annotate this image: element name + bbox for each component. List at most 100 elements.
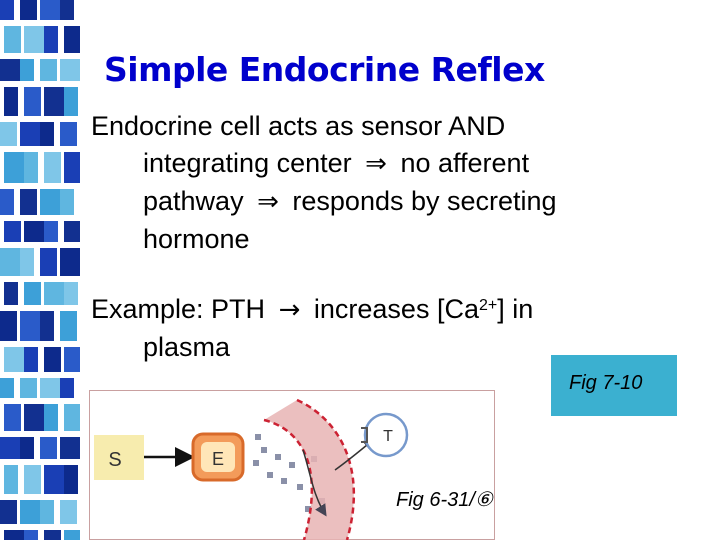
strip-block <box>0 500 17 524</box>
bullet2-line1b: increases [Ca <box>313 294 479 324</box>
bullet1-line3: pathway ⇒ responds by secreting <box>91 183 711 221</box>
figure-reference-1: Fig 7-10 <box>569 372 643 394</box>
bullet1-line2b: no afferent <box>400 148 530 178</box>
strip-block <box>20 0 37 20</box>
strip-block <box>44 465 64 494</box>
right-arrow-icon: → <box>278 295 301 325</box>
bullet1-line1: Endocrine cell acts as sensor AND <box>91 111 506 141</box>
strip-block <box>44 347 61 372</box>
strip-block <box>4 26 21 53</box>
strip-block <box>64 530 80 540</box>
blood-vessel <box>264 400 354 540</box>
strip-block <box>64 404 80 431</box>
calcium-charge: 2+ <box>478 297 498 314</box>
strip-block <box>60 248 80 276</box>
strip-block <box>44 282 64 305</box>
strip-block <box>44 221 58 242</box>
bullet2-line1a: Example: PTH <box>91 294 266 324</box>
circulation-arrow <box>302 449 327 517</box>
strip-block <box>24 26 44 53</box>
strip-block <box>64 282 78 305</box>
endocrine-reflex-diagram: S E T <box>89 390 495 540</box>
strip-block <box>64 152 80 183</box>
implies-arrow-icon: ⇒ <box>257 187 279 217</box>
vessel-wall-right <box>296 398 356 540</box>
strip-block <box>4 347 24 372</box>
strip-block <box>40 0 60 20</box>
bullet1-line3b: responds by secreting <box>292 186 557 216</box>
bullet-endocrine-sensor: Endocrine cell acts as sensor AND integr… <box>91 108 711 258</box>
strip-block <box>40 122 54 146</box>
bullet2-line1c: ] in <box>497 294 534 324</box>
strip-block <box>44 26 58 53</box>
bullet1-line4: hormone <box>143 224 250 254</box>
strip-block <box>40 311 54 341</box>
implies-arrow-icon: ⇒ <box>365 149 387 179</box>
strip-block <box>24 221 44 242</box>
strip-block <box>60 500 77 524</box>
strip-block <box>64 26 80 53</box>
strip-block <box>4 152 24 183</box>
strip-block <box>0 122 17 146</box>
strip-block <box>64 221 80 242</box>
strip-block <box>0 248 20 276</box>
strip-block <box>40 437 57 459</box>
strip-block <box>0 189 14 215</box>
strip-block <box>0 378 14 398</box>
strip-block <box>40 248 57 276</box>
strip-block <box>4 282 18 305</box>
strip-block <box>64 87 78 116</box>
strip-block <box>4 530 24 540</box>
figure-reference-box <box>551 355 677 416</box>
strip-block <box>40 59 57 81</box>
strip-block <box>24 347 38 372</box>
bullet1-line2: integrating center ⇒ no afferent <box>91 145 711 183</box>
target-label: T <box>383 428 393 445</box>
bullet1-line2a: integrating center <box>143 148 352 178</box>
strip-block <box>20 189 37 215</box>
strip-block <box>0 311 17 341</box>
strip-block <box>44 530 61 540</box>
strip-block <box>24 87 41 116</box>
strip-block <box>60 59 80 81</box>
strip-block <box>4 87 18 116</box>
strip-block <box>44 87 64 116</box>
strip-block <box>60 378 74 398</box>
endocrine-cell-nucleus <box>201 442 235 472</box>
strip-block <box>60 122 77 146</box>
stimulus-label: S <box>108 449 121 471</box>
strip-block <box>24 530 38 540</box>
strip-block <box>20 59 34 81</box>
decorative-side-strip <box>0 0 80 540</box>
bullet2-line2: plasma <box>143 332 231 362</box>
strip-block <box>40 500 54 524</box>
strip-block <box>44 152 61 183</box>
target-receptor <box>361 427 368 443</box>
endocrine-label: E <box>212 449 224 469</box>
bullet1-line3a: pathway <box>143 186 244 216</box>
strip-block <box>0 437 20 459</box>
strip-block <box>60 437 80 459</box>
strip-block <box>4 465 18 494</box>
slide-title: Simple Endocrine Reflex <box>104 50 545 89</box>
strip-block <box>40 378 60 398</box>
bullet-pth-example: Example: PTH → increases [Ca2+] in plasm… <box>91 291 711 366</box>
strip-block <box>0 0 14 20</box>
strip-block <box>60 0 74 20</box>
strip-block <box>24 465 41 494</box>
strip-block <box>64 347 80 372</box>
strip-block <box>20 378 37 398</box>
strip-block <box>24 404 44 431</box>
strip-block <box>60 189 74 215</box>
strip-block <box>4 404 21 431</box>
strip-block <box>44 404 58 431</box>
strip-block <box>20 248 34 276</box>
figure-reference-2: Fig 6-31/⑥ <box>396 489 493 511</box>
strip-block <box>20 500 40 524</box>
strip-block <box>4 221 21 242</box>
strip-block <box>20 122 40 146</box>
strip-block <box>20 311 40 341</box>
strip-block <box>40 189 60 215</box>
stimulus-box <box>94 435 144 480</box>
bullet2-line1: Example: PTH → increases [Ca2+] in <box>91 291 711 329</box>
